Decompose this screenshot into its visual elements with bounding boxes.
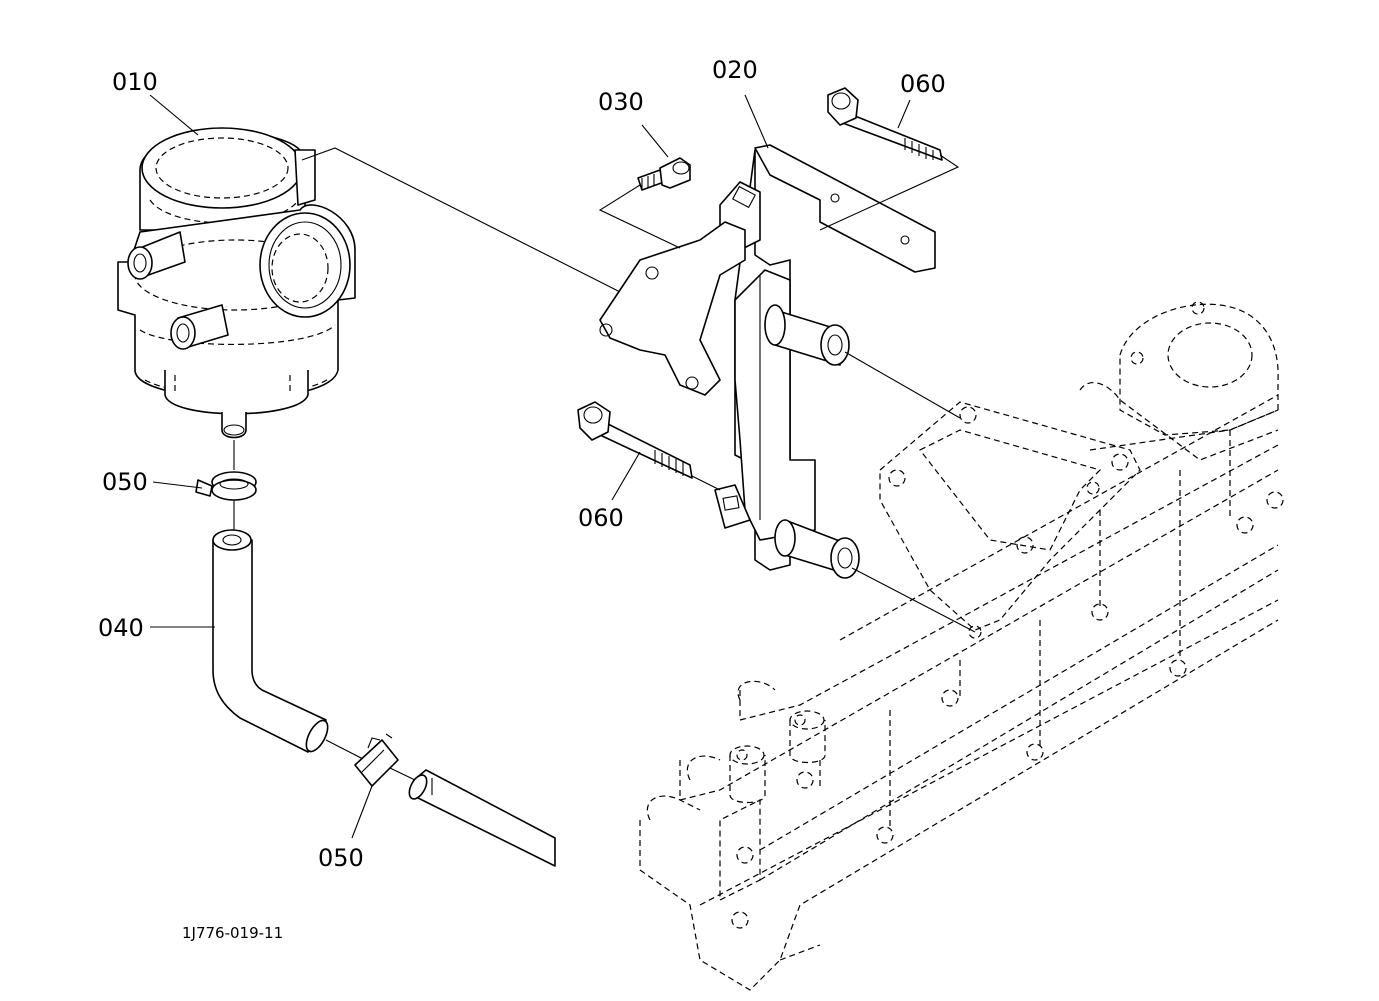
drawing-number: 1J776-019-11	[182, 924, 283, 942]
hose-clamp-bottom-part	[325, 733, 416, 787]
bolt-060-mid-part	[577, 401, 693, 479]
callout-050-top: 050	[102, 468, 148, 496]
callout-060-mid: 060	[578, 504, 624, 532]
callout-010: 010	[112, 68, 158, 96]
breather-pipe-part	[408, 769, 556, 867]
bolt-030-part	[637, 157, 691, 191]
callout-030: 030	[598, 88, 644, 116]
callout-060-top: 060	[900, 70, 946, 98]
mounting-bracket-part	[599, 144, 936, 579]
callout-040: 040	[98, 614, 144, 642]
breather-hose-part	[212, 529, 329, 753]
engine-manifold-reference	[639, 301, 1284, 991]
oil-separator-part	[117, 127, 356, 439]
callout-020: 020	[712, 56, 758, 84]
bolt-060-top-part	[827, 87, 943, 161]
hose-clamp-top-part	[195, 440, 257, 530]
callout-050-bottom: 050	[318, 844, 364, 872]
